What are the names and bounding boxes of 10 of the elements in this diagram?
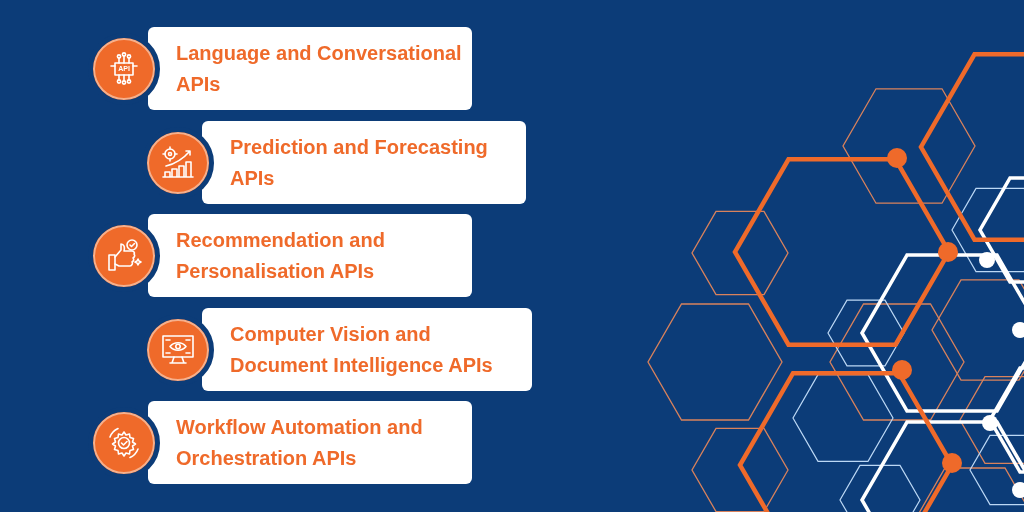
category-card (202, 121, 526, 204)
category-title: Workflow Automation and Orchestration APIs (176, 414, 424, 471)
category-title: Language and Conversational APIs (176, 40, 463, 97)
category-title: Recommendation and Personalisation APIs (176, 227, 386, 284)
category-card (202, 308, 532, 391)
category-card (148, 27, 472, 110)
category-title: Computer Vision and Document Intelligence APIs (230, 321, 494, 378)
category-card (148, 214, 472, 297)
category-title: Prediction and Forecasting APIs (230, 134, 489, 191)
category-card (148, 401, 472, 484)
